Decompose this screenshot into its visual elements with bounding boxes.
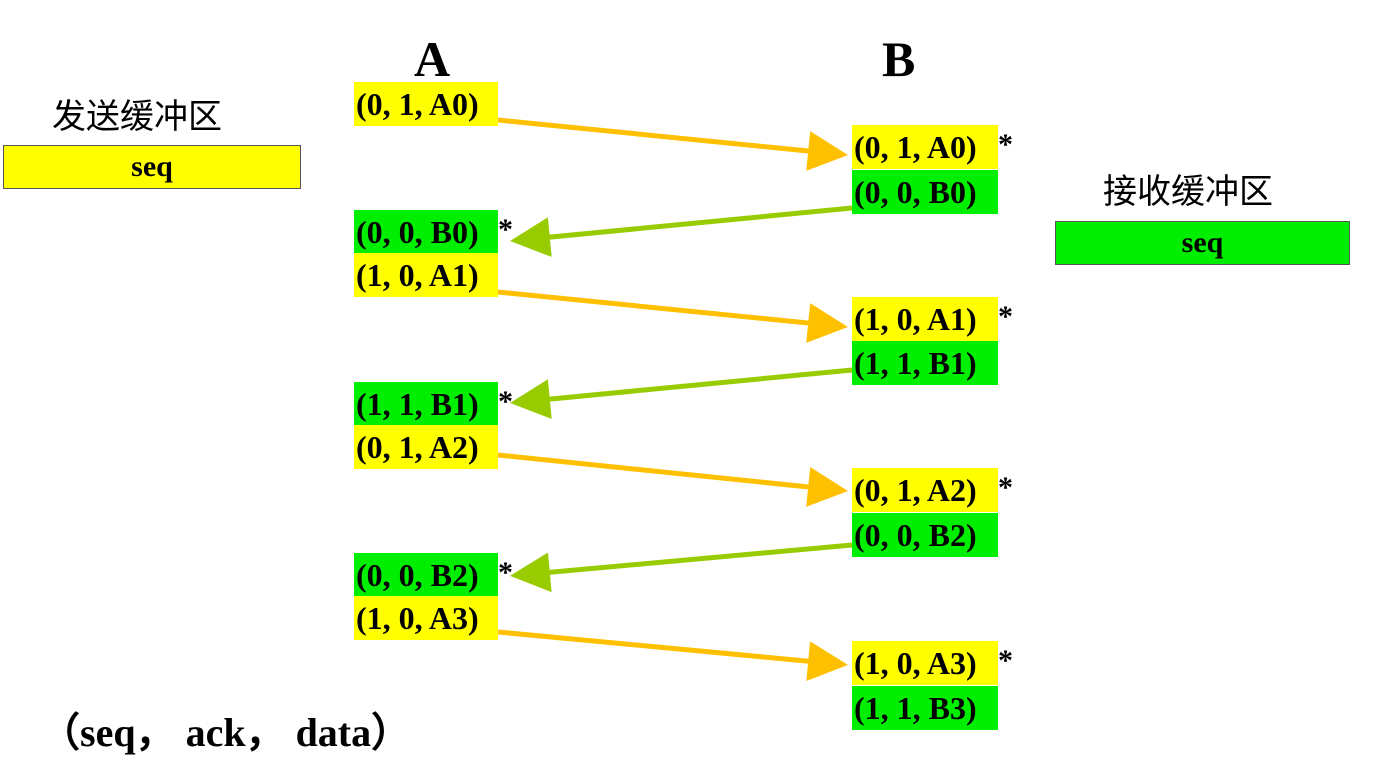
a-packet-b1: (1, 1, B1) * bbox=[354, 382, 513, 426]
arrow-b0 bbox=[510, 205, 853, 258]
a-packet-a0: (0, 1, A0) bbox=[354, 82, 498, 126]
a-packet-b2: (0, 0, B2) * bbox=[354, 553, 513, 597]
send-buffer-box: seq bbox=[3, 145, 301, 189]
b-packet-a3-mark: * bbox=[998, 644, 1013, 677]
b-packet-a0-mark: * bbox=[998, 128, 1013, 161]
a-packet-a1-label: (1, 0, A1) bbox=[356, 257, 479, 293]
b-packet-b2: (0, 0, B2) bbox=[852, 513, 998, 557]
b-packet-b3: (1, 1, B3) bbox=[852, 686, 998, 730]
b-packet-a0-label: (0, 1, A0) bbox=[854, 129, 977, 165]
a-packet-b2-mark: * bbox=[498, 556, 513, 589]
b-packet-a2: (0, 1, A2) * bbox=[852, 468, 1013, 512]
b-packet-a2-mark: * bbox=[998, 471, 1013, 504]
arrow-a1 bbox=[497, 289, 848, 343]
side-b-header: B bbox=[882, 31, 916, 87]
arrow-a3 bbox=[497, 629, 848, 682]
b-packet-b1: (1, 1, B1) bbox=[852, 341, 998, 385]
a-packet-b0: (0, 0, B0) * bbox=[354, 210, 513, 254]
send-buffer-seq-label: seq bbox=[131, 150, 173, 183]
b-packet-b2-label: (0, 0, B2) bbox=[854, 517, 977, 553]
b-packet-a1-mark: * bbox=[998, 300, 1013, 333]
a-packet-a2-label: (0, 1, A2) bbox=[356, 429, 479, 465]
arrow-a2 bbox=[497, 452, 848, 507]
b-packet-b0-label: (0, 0, B0) bbox=[854, 174, 977, 210]
b-packet-a3-label: (1, 0, A3) bbox=[854, 645, 977, 681]
b-packet-a1: (1, 0, A1) * bbox=[852, 297, 1013, 341]
a-packet-b1-label: (1, 1, B1) bbox=[356, 386, 479, 422]
arrow-a0 bbox=[497, 117, 848, 171]
a-packet-b0-label: (0, 0, B0) bbox=[356, 214, 479, 250]
b-packet-b0: (0, 0, B0) bbox=[852, 170, 998, 214]
b-packet-a3: (1, 0, A3) * bbox=[852, 641, 1013, 685]
arrow-b1 bbox=[510, 367, 853, 420]
recv-buffer-seq-label: seq bbox=[1181, 226, 1224, 259]
a-packet-a3: (1, 0, A3) bbox=[354, 596, 498, 640]
b-packet-a0: (0, 1, A0) * bbox=[852, 125, 1013, 169]
recv-buffer-title: 接收缓冲区 bbox=[1103, 172, 1273, 212]
a-packet-b0-mark: * bbox=[498, 213, 513, 246]
b-packet-b1-label: (1, 1, B1) bbox=[854, 345, 977, 381]
side-a-header: A bbox=[414, 31, 451, 87]
a-packet-a1: (1, 0, A1) bbox=[354, 253, 498, 297]
send-buffer-title: 发送缓冲区 bbox=[52, 97, 222, 137]
a-packet-b1-mark: * bbox=[498, 385, 513, 418]
a-packet-a2: (0, 1, A2) bbox=[354, 425, 498, 469]
arrow-b2 bbox=[510, 542, 853, 593]
legend-format: （seq， ack， data） bbox=[40, 710, 412, 755]
b-packet-a1-label: (1, 0, A1) bbox=[854, 301, 977, 337]
a-packet-b2-label: (0, 0, B2) bbox=[356, 557, 479, 593]
b-packet-b3-label: (1, 1, B3) bbox=[854, 690, 977, 726]
a-packet-a0-label: (0, 1, A0) bbox=[356, 86, 479, 122]
recv-buffer-box: seq bbox=[1055, 221, 1350, 265]
a-packet-a3-label: (1, 0, A3) bbox=[356, 600, 479, 636]
b-packet-a2-label: (0, 1, A2) bbox=[854, 472, 977, 508]
